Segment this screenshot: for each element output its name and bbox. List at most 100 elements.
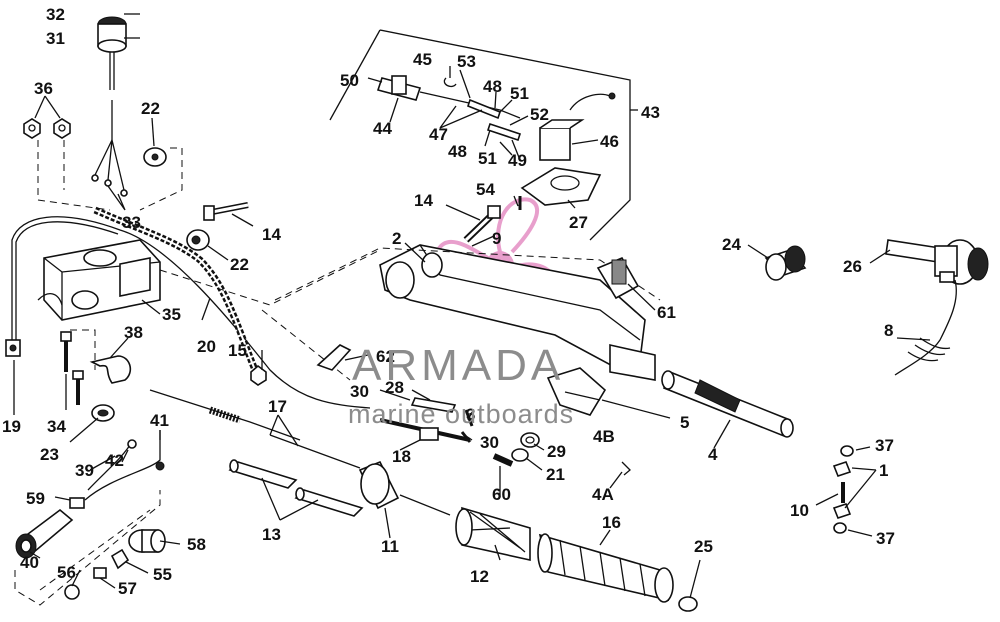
button-37-bottom bbox=[833, 522, 847, 534]
clamp-38 bbox=[89, 355, 132, 384]
label-58: 58 bbox=[187, 535, 206, 554]
label-60: 60 bbox=[492, 485, 511, 504]
cam-11 bbox=[358, 460, 451, 516]
label-52: 52 bbox=[530, 105, 549, 124]
spring-4a bbox=[621, 461, 631, 476]
throttle-cable-17 bbox=[149, 389, 361, 469]
label-57: 57 bbox=[118, 579, 137, 598]
label-59: 59 bbox=[26, 489, 45, 508]
label-38: 38 bbox=[124, 323, 143, 342]
label-17: 17 bbox=[268, 397, 287, 416]
label-51-top: 51 bbox=[510, 84, 529, 103]
label-29: 29 bbox=[547, 442, 566, 461]
label-4b: 4B bbox=[593, 427, 615, 446]
lanyard-8 bbox=[894, 271, 957, 376]
button-37-top bbox=[840, 445, 854, 457]
label-33: 33 bbox=[122, 213, 141, 232]
label-26: 26 bbox=[843, 257, 862, 276]
label-21: 21 bbox=[546, 465, 565, 484]
nuts-36 bbox=[23, 118, 71, 139]
tiller-arm-2 bbox=[379, 244, 656, 381]
label-8: 8 bbox=[884, 321, 893, 340]
label-1: 1 bbox=[879, 461, 888, 480]
label-61: 61 bbox=[657, 303, 676, 322]
label-13: 13 bbox=[262, 525, 281, 544]
label-31: 31 bbox=[46, 29, 65, 48]
label-47: 47 bbox=[429, 125, 448, 144]
spring-57 bbox=[93, 567, 107, 579]
label-14-left: 14 bbox=[262, 225, 281, 244]
label-22-top: 22 bbox=[141, 99, 160, 118]
label-62: 62 bbox=[376, 347, 395, 366]
washer-23 bbox=[91, 404, 115, 422]
clip-45 bbox=[443, 77, 457, 88]
label-30-right: 30 bbox=[480, 433, 499, 452]
bolt-14-right bbox=[463, 205, 501, 243]
label-32: 32 bbox=[46, 5, 65, 24]
label-40: 40 bbox=[20, 553, 39, 572]
label-51-bottom: 51 bbox=[478, 149, 497, 168]
label-36: 36 bbox=[34, 79, 53, 98]
relay-46 bbox=[539, 92, 616, 161]
connector-26 bbox=[885, 239, 989, 285]
label-15: 15 bbox=[228, 341, 247, 360]
label-54: 54 bbox=[476, 180, 495, 199]
label-37-top: 37 bbox=[875, 436, 894, 455]
label-43: 43 bbox=[641, 103, 660, 122]
wire-group-41-42 bbox=[84, 430, 165, 501]
pin-30 bbox=[460, 431, 472, 443]
label-4: 4 bbox=[708, 445, 718, 464]
cable-end-19 bbox=[5, 339, 21, 357]
bracket-35 bbox=[37, 239, 161, 321]
label-11: 11 bbox=[381, 537, 399, 556]
bracket-27 bbox=[520, 167, 602, 206]
label-37-bottom: 37 bbox=[876, 529, 895, 548]
label-48-bottom: 48 bbox=[448, 142, 467, 161]
connector-50-44 bbox=[376, 75, 422, 101]
connector-59-40 bbox=[15, 497, 85, 559]
grip-insert-12 bbox=[455, 506, 531, 561]
label-35: 35 bbox=[162, 305, 181, 324]
bracket-5 bbox=[546, 367, 607, 416]
callout-labels: 32 31 36 22 33 14 22 35 38 20 15 19 34 2… bbox=[2, 5, 895, 598]
washer-22-top bbox=[143, 147, 167, 167]
label-14-right: 14 bbox=[414, 191, 433, 210]
label-34: 34 bbox=[47, 417, 66, 436]
label-39: 39 bbox=[75, 461, 94, 480]
cap-25 bbox=[678, 596, 698, 612]
label-16: 16 bbox=[602, 513, 621, 532]
label-25: 25 bbox=[694, 537, 713, 556]
label-28: 28 bbox=[385, 378, 404, 397]
screw-34 bbox=[60, 331, 84, 405]
label-56: 56 bbox=[57, 563, 76, 582]
cap-24 bbox=[764, 245, 807, 281]
label-41: 41 bbox=[150, 411, 169, 430]
label-42: 42 bbox=[105, 451, 124, 470]
label-48-top: 48 bbox=[483, 77, 502, 96]
screw-60 bbox=[492, 453, 514, 467]
ignition-switch bbox=[91, 16, 128, 197]
label-46: 46 bbox=[600, 132, 619, 151]
ring-29 bbox=[520, 432, 540, 448]
switch-61 bbox=[596, 256, 640, 300]
label-10: 10 bbox=[790, 501, 809, 520]
label-5: 5 bbox=[680, 413, 689, 432]
plug-55 bbox=[110, 548, 130, 570]
link-28 bbox=[410, 397, 457, 413]
terminals-47-48 bbox=[467, 98, 522, 142]
label-49: 49 bbox=[508, 151, 527, 170]
label-22-right: 22 bbox=[230, 255, 249, 274]
rod-18 bbox=[379, 418, 471, 442]
watermark-brand: ARMADA bbox=[352, 341, 564, 390]
button-1-lower bbox=[832, 503, 852, 519]
nut-15 bbox=[250, 364, 267, 386]
label-23: 23 bbox=[40, 445, 59, 464]
label-50: 50 bbox=[340, 71, 359, 90]
label-44: 44 bbox=[373, 119, 392, 138]
label-24: 24 bbox=[722, 235, 741, 254]
label-12: 12 bbox=[470, 567, 489, 586]
label-3: 3 bbox=[466, 405, 475, 424]
label-30-left: 30 bbox=[350, 382, 369, 401]
label-4a: 4A bbox=[592, 485, 614, 504]
